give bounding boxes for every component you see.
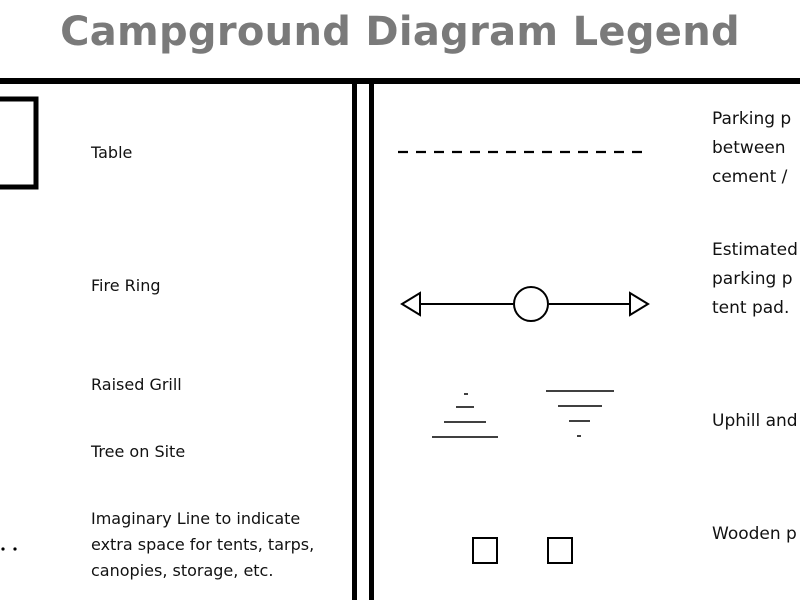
legend-label-uphill: Uphill and bbox=[712, 411, 798, 431]
dashed-line-icon bbox=[398, 150, 650, 154]
legend-label-fire-ring: Fire Ring bbox=[91, 276, 161, 295]
legend-label-estimated-parking: Estimated parking p tent pad. bbox=[712, 240, 798, 318]
legend-label-imaginary-line: Imaginary Line to indicate extra space f… bbox=[91, 509, 315, 580]
legend-frame bbox=[0, 78, 800, 600]
page-title: Campground Diagram Legend bbox=[60, 9, 740, 55]
legend-label-parking-pad: Parking p between cement / bbox=[712, 109, 792, 187]
column-divider-left bbox=[352, 84, 357, 600]
legend-label-wooden: Wooden p bbox=[712, 524, 797, 544]
table-icon bbox=[0, 96, 39, 190]
wooden-squares-icon bbox=[472, 537, 573, 564]
double-arrow-circle-icon bbox=[400, 286, 650, 322]
legend-label-tree: Tree on Site bbox=[91, 442, 186, 461]
uphill-downhill-icon bbox=[432, 390, 614, 438]
legend-label-table: Table bbox=[91, 143, 133, 162]
legend-label-raised-grill: Raised Grill bbox=[91, 375, 182, 394]
dotted-line-icon bbox=[1, 547, 17, 551]
column-divider-right bbox=[369, 84, 374, 600]
